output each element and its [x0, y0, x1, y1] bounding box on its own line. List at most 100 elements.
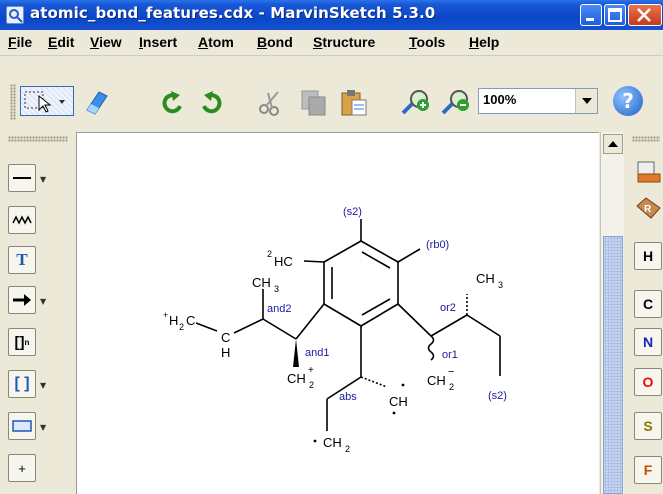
menu-bond[interactable]: Bond: [257, 34, 293, 50]
menu-file[interactable]: File: [8, 34, 33, 50]
molecule-labels: (s2) (rb0) 2 HC CH 3 and2 + H 2 C C H an…: [163, 206, 507, 454]
label-ch2-plus-sub: 2: [309, 380, 314, 390]
minimize-button[interactable]: [580, 4, 602, 26]
menu-tools[interactable]: Tools: [409, 34, 446, 50]
close-button[interactable]: [628, 4, 662, 26]
left-toolbar-grip[interactable]: [8, 136, 68, 142]
element-c-button[interactable]: C: [634, 290, 662, 318]
label-ch3-left: CH: [252, 275, 271, 290]
reaction-arrow-button[interactable]: [8, 286, 36, 314]
single-bond-button[interactable]: [8, 164, 36, 192]
zoom-in-icon: [401, 90, 429, 115]
shape-dropdown-arrow[interactable]: ▼: [40, 423, 47, 432]
label-c-mid: C: [221, 330, 230, 345]
minimize-icon: [586, 18, 594, 21]
single-bond-icon: [13, 177, 31, 179]
r-group-button[interactable]: R: [634, 194, 662, 222]
label-h2c-sub: 2: [179, 322, 184, 332]
rectangle-button[interactable]: [8, 412, 36, 440]
zoom-in-button[interactable]: [398, 87, 434, 117]
copy-button[interactable]: [296, 87, 330, 117]
bracket-dropdown-arrow[interactable]: ▼: [40, 381, 47, 390]
label-h2c-charge: +: [163, 310, 168, 320]
label-ch2-plus: CH: [287, 371, 306, 386]
right-toolbar: R H C N O S F: [624, 128, 663, 494]
label-ch2-bottom-sub: 2: [345, 444, 350, 454]
label-rb0: (rb0): [426, 239, 449, 251]
svg-text:R: R: [644, 204, 652, 215]
redo-icon: [202, 91, 222, 114]
label-ch3-left-sub: 3: [274, 284, 279, 294]
label-ch2-bottom: CH: [323, 435, 342, 450]
chevron-up-icon: [608, 140, 618, 147]
repeating-unit-sub: n: [24, 337, 30, 347]
bracket-button[interactable]: [ ]: [8, 370, 36, 398]
menu-edit[interactable]: Edit: [48, 34, 75, 50]
cut-icon: [259, 91, 279, 116]
menu-bar: File Edit View Insert Atom Bond Structur…: [0, 30, 663, 56]
menu-atom[interactable]: Atom: [198, 34, 234, 50]
canvas-vertical-scrollbar[interactable]: [600, 132, 624, 494]
periodic-table-icon: [637, 161, 661, 183]
zoom-select[interactable]: 100%: [478, 88, 598, 114]
paste-icon: [341, 90, 367, 116]
zoom-value: 100%: [483, 92, 517, 107]
zoom-dropdown-button[interactable]: [575, 89, 597, 113]
label-ch3-right: CH: [476, 271, 495, 286]
scroll-up-button[interactable]: [603, 134, 623, 154]
periodic-table-button[interactable]: [634, 158, 662, 186]
rectangle-icon: [12, 420, 32, 432]
repeating-unit-button[interactable]: []n: [8, 328, 36, 356]
scroll-thumb[interactable]: [603, 236, 623, 494]
arrow-dropdown-arrow[interactable]: ▼: [40, 297, 47, 306]
title-bar[interactable]: atomic_bond_features.cdx - MarvinSketch …: [0, 0, 663, 30]
molecule-bonds: [195, 219, 501, 431]
element-o-button[interactable]: O: [634, 368, 662, 396]
maximize-button[interactable]: [604, 4, 626, 26]
cut-button[interactable]: [254, 87, 288, 117]
label-or2: or2: [440, 302, 456, 314]
menu-help[interactable]: Help: [469, 34, 500, 50]
window-title: atomic_bond_features.cdx - MarvinSketch …: [30, 4, 436, 22]
molecule-drawing: (s2) (rb0) 2 HC CH 3 and2 + H 2 C C H an…: [163, 206, 507, 454]
toolbar-grip[interactable]: [10, 84, 16, 120]
app-icon: [6, 6, 24, 24]
element-n-button[interactable]: N: [634, 328, 662, 356]
maximize-icon: [608, 8, 622, 22]
eraser-button[interactable]: [76, 87, 116, 117]
label-ch2-minus-sub: 2: [449, 382, 454, 392]
arrow-right-icon: [13, 294, 31, 306]
label-hc: HC: [274, 254, 293, 269]
zoom-out-icon: [441, 90, 469, 115]
select-lasso-icon: [24, 91, 65, 113]
paste-button[interactable]: [336, 87, 374, 117]
undo-button[interactable]: [156, 87, 190, 117]
help-button[interactable]: ?: [613, 86, 643, 116]
element-s-button[interactable]: S: [634, 412, 662, 440]
label-h-mid: H: [221, 345, 230, 360]
plus-button[interactable]: +: [8, 454, 36, 482]
menu-view[interactable]: View: [90, 34, 122, 50]
element-h-button[interactable]: H: [634, 242, 662, 270]
text-tool-button[interactable]: T: [8, 246, 36, 274]
label-s2-bottom: (s2): [488, 390, 507, 402]
element-f-button[interactable]: F: [634, 456, 662, 484]
label-abs: abs: [339, 391, 357, 403]
menu-structure[interactable]: Structure: [313, 34, 376, 50]
drawing-canvas[interactable]: (s2) (rb0) 2 HC CH 3 and2 + H 2 C C H an…: [76, 132, 599, 494]
chain-button[interactable]: [8, 206, 36, 234]
label-and1: and1: [305, 347, 329, 359]
chevron-down-icon: [581, 98, 592, 104]
right-toolbar-grip[interactable]: [632, 136, 660, 142]
bond-dropdown-arrow[interactable]: ▼: [40, 175, 47, 184]
repeating-unit-label: []: [14, 333, 25, 351]
label-h2c-c: C: [186, 313, 195, 328]
chain-icon: [12, 215, 32, 225]
label-or1: or1: [442, 349, 458, 361]
redo-button[interactable]: [194, 87, 228, 117]
menu-insert[interactable]: Insert: [139, 34, 178, 50]
zoom-out-button[interactable]: [438, 87, 474, 117]
select-tool-button[interactable]: [20, 86, 74, 116]
eraser-icon: [86, 91, 108, 115]
